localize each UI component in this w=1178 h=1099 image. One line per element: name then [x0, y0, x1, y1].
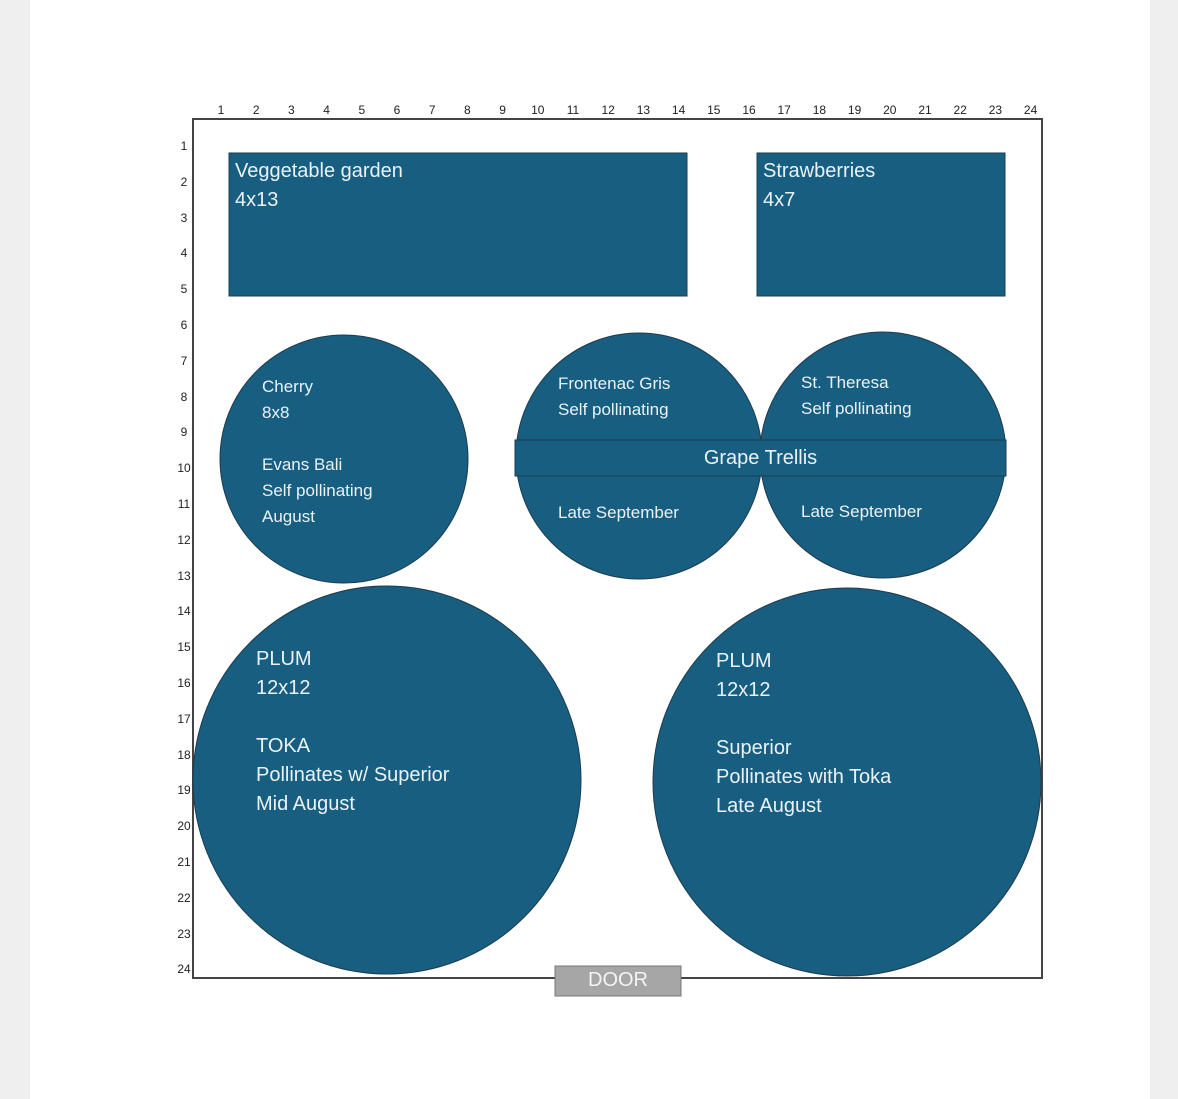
row-tick: 11	[177, 497, 191, 511]
vegetable-name: Veggetable garden	[235, 160, 403, 182]
row-tick: 14	[177, 604, 191, 619]
plum1-pollination: Pollinates w/ Superior	[256, 764, 450, 786]
cherry-variety: Evans Bali	[262, 455, 343, 474]
row-tick: 10	[177, 461, 191, 476]
column-tick: 6	[393, 103, 401, 117]
column-tick: 7	[428, 103, 436, 117]
column-tick: 15	[707, 103, 721, 117]
strawberry-name: Strawberries	[763, 160, 876, 182]
row-tick: 8	[180, 389, 188, 404]
column-tick: 3	[288, 103, 295, 117]
row-tick: 12	[177, 532, 191, 547]
row-tick: 13	[177, 568, 191, 583]
row-tick: 17	[177, 711, 191, 726]
strawberry-bed	[756, 152, 1006, 297]
door-label: DOOR	[588, 969, 648, 991]
column-tick: 10	[531, 103, 545, 117]
plum1-variety: TOKA	[256, 735, 311, 757]
frontenac-name: Frontenac Gris	[558, 374, 671, 393]
row-tick: 4	[180, 246, 188, 261]
door	[554, 965, 682, 997]
plum2-name: PLUM	[716, 650, 772, 672]
column-tick: 4	[323, 103, 330, 117]
cherry-harvest: August	[262, 507, 315, 526]
grape-trellis	[514, 439, 1007, 477]
column-tick: 21	[918, 103, 932, 117]
row-tick: 6	[180, 318, 188, 332]
column-tick: 9	[499, 103, 506, 117]
column-tick: 11	[566, 103, 580, 117]
frontenac-harvest: Late September	[558, 503, 679, 522]
row-tick: 16	[177, 676, 191, 690]
column-tick: 16	[742, 103, 756, 117]
vegetable-bed	[228, 152, 688, 297]
row-tick: 22	[177, 890, 191, 905]
row-tick: 21	[177, 855, 191, 869]
theresa-pollination: Self pollinating	[801, 399, 912, 418]
plum2-size: 12x12	[716, 679, 771, 701]
column-tick: 13	[636, 103, 651, 117]
frontenac-pollination: Self pollinating	[558, 400, 669, 419]
row-tick: 20	[177, 819, 191, 834]
row-tick: 19	[177, 783, 191, 798]
row-tick: 5	[180, 282, 188, 297]
theresa-name: St. Theresa	[801, 373, 889, 392]
row-tick: 9	[180, 425, 188, 440]
row-tick: 24	[177, 962, 191, 977]
column-tick: 22	[953, 103, 967, 117]
column-tick: 18	[812, 103, 827, 117]
trellis-label: Grape Trellis	[703, 447, 818, 469]
column-tick: 17	[777, 103, 791, 117]
strawberry-label: Strawberries 4x7	[763, 157, 875, 215]
column-tick: 19	[847, 103, 862, 117]
cherry-pollination: Self pollinating	[262, 481, 373, 500]
plum2-harvest: Late August	[716, 795, 822, 817]
row-tick: 1	[180, 139, 188, 153]
plum-tree-toka	[192, 585, 582, 975]
column-tick: 2	[252, 103, 260, 117]
column-tick: 23	[988, 103, 1003, 117]
vegetable-size: 4x13	[235, 189, 279, 211]
cherry-size: 8x8	[262, 403, 290, 422]
row-tick: 18	[177, 747, 191, 762]
theresa-harvest: Late September	[801, 502, 922, 521]
cherry-tree	[219, 334, 469, 584]
column-tick: 24	[1023, 103, 1038, 117]
row-tick: 3	[180, 210, 188, 225]
plum2-pollination: Pollinates with Toka	[716, 766, 892, 788]
plum1-harvest: Mid August	[256, 793, 355, 815]
row-tick: 23	[177, 926, 191, 941]
strawberry-size: 4x7	[763, 189, 796, 211]
row-tick: 7	[180, 353, 188, 368]
column-tick: 5	[358, 103, 366, 117]
column-tick: 1	[217, 103, 225, 117]
plum1-name: PLUM	[256, 648, 312, 670]
row-tick: 15	[177, 640, 191, 655]
plum-tree-superior	[652, 587, 1042, 977]
column-tick: 12	[601, 103, 615, 117]
plum2-variety: Superior	[716, 737, 792, 759]
row-tick: 2	[180, 174, 188, 189]
cherry-name: Cherry	[262, 377, 314, 396]
column-tick: 14	[671, 103, 686, 117]
column-tick: 20	[883, 103, 897, 117]
vegetable-label: Veggetable garden 4x13	[235, 157, 403, 215]
column-tick: 8	[464, 103, 471, 117]
plum1-size: 12x12	[256, 677, 311, 699]
